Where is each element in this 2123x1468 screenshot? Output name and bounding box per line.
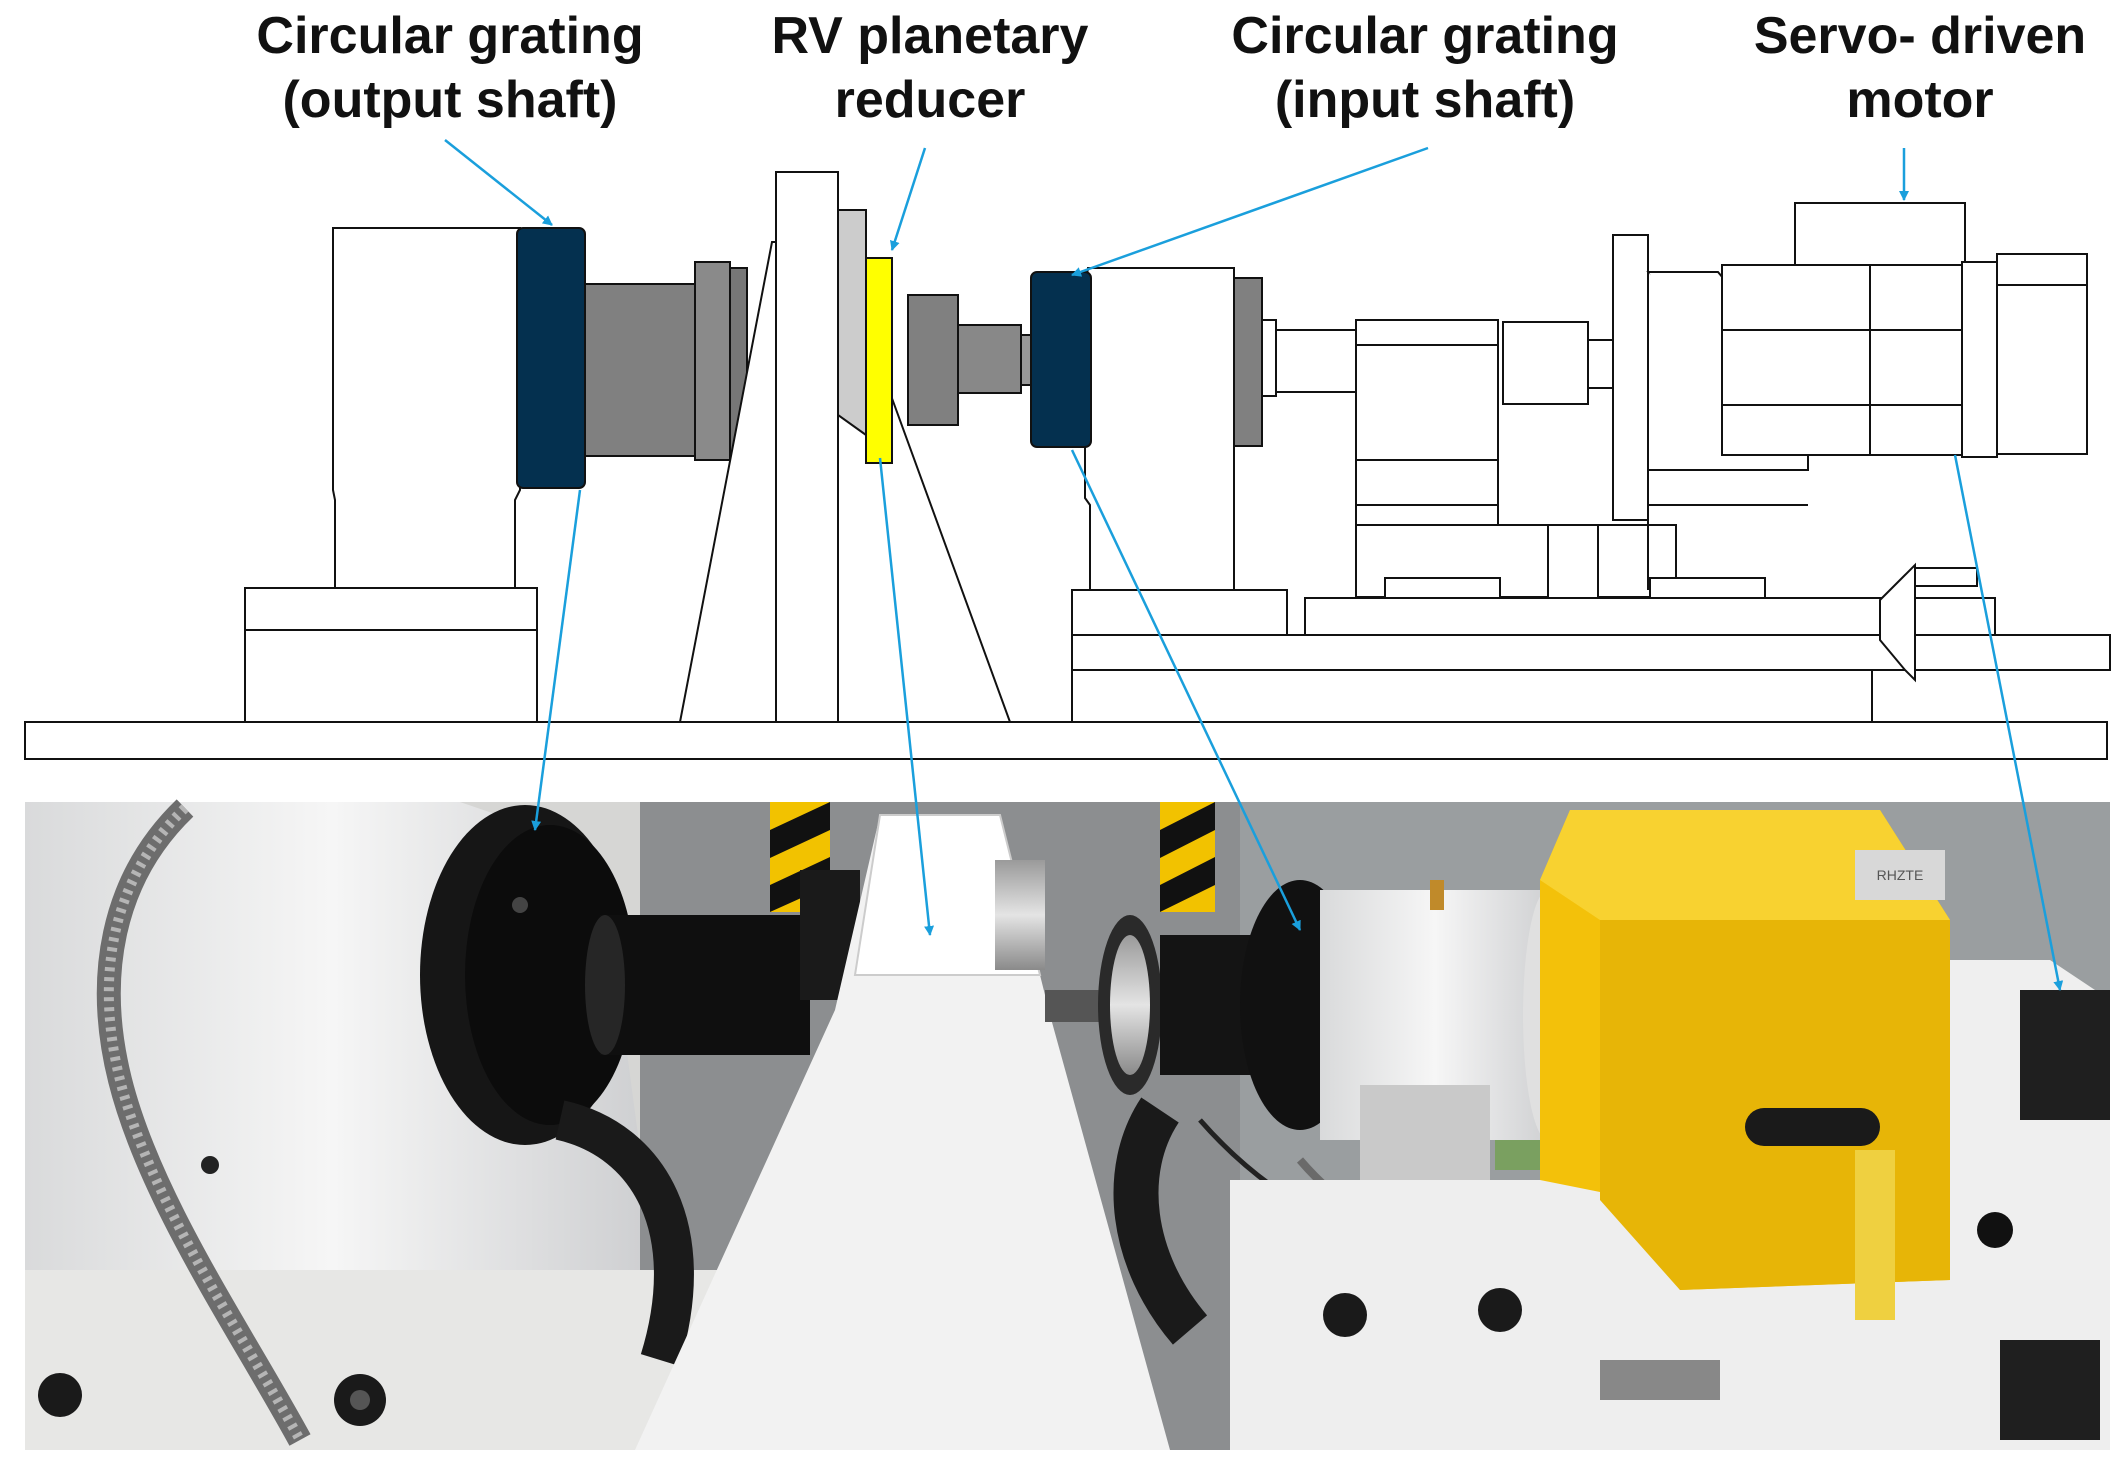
arrow-rv-top	[890, 147, 927, 251]
leader-lines	[444, 139, 2064, 991]
label-rv-reducer-line2: reducer	[834, 71, 1026, 129]
label-rv-reducer: RV planetary reducer	[740, 4, 1120, 132]
arrow-rv-photo	[878, 457, 935, 936]
output-shaft-collar	[694, 261, 731, 461]
arrow-output-grating-top	[444, 139, 553, 226]
arrow-input-grating-photo	[1070, 449, 1302, 931]
reducer-plate	[775, 171, 839, 723]
photo-panel: RHZTE	[25, 799, 2110, 1450]
label-output-grating-line1: Circular grating	[256, 7, 644, 65]
input-shaft-collar	[907, 294, 959, 426]
left-pedestal-base	[244, 587, 538, 723]
base-plate	[24, 721, 2108, 760]
label-input-grating-line1: Circular grating	[1231, 7, 1619, 65]
label-servo-motor: Servo- driven motor	[1720, 4, 2120, 132]
label-rv-reducer-line1: RV planetary	[771, 7, 1089, 65]
schematic-drawing	[24, 171, 2111, 760]
output-shaft-body	[584, 283, 696, 457]
arrow-input-grating-top	[1071, 146, 1429, 277]
label-input-grating-line2: (input shaft)	[1274, 71, 1576, 129]
photo-motor-guard	[1540, 810, 1950, 1320]
label-servo-motor-line1: Servo- driven	[1753, 7, 2087, 65]
motor-top-box	[1794, 202, 1966, 269]
photo-plate-text: RHZTE	[1877, 867, 1924, 883]
right-headstock	[1084, 267, 1235, 591]
arrow-output-grating-photo	[531, 489, 582, 831]
motor-body	[1721, 264, 1963, 456]
label-input-grating: Circular grating (input shaft)	[1185, 4, 1665, 132]
left-housing	[332, 227, 521, 589]
label-output-grating-line2: (output shaft)	[282, 71, 618, 129]
label-servo-motor-line2: motor	[1846, 71, 1994, 129]
arrow-motor-photo	[1953, 454, 2064, 991]
right-base	[1071, 589, 1288, 636]
input-grating-disc	[1030, 271, 1092, 448]
output-grating-disc	[516, 227, 586, 489]
handwheel	[1879, 562, 1916, 683]
rv-reducer-highlight	[865, 257, 893, 464]
label-output-grating: Circular grating (output shaft)	[210, 4, 690, 132]
